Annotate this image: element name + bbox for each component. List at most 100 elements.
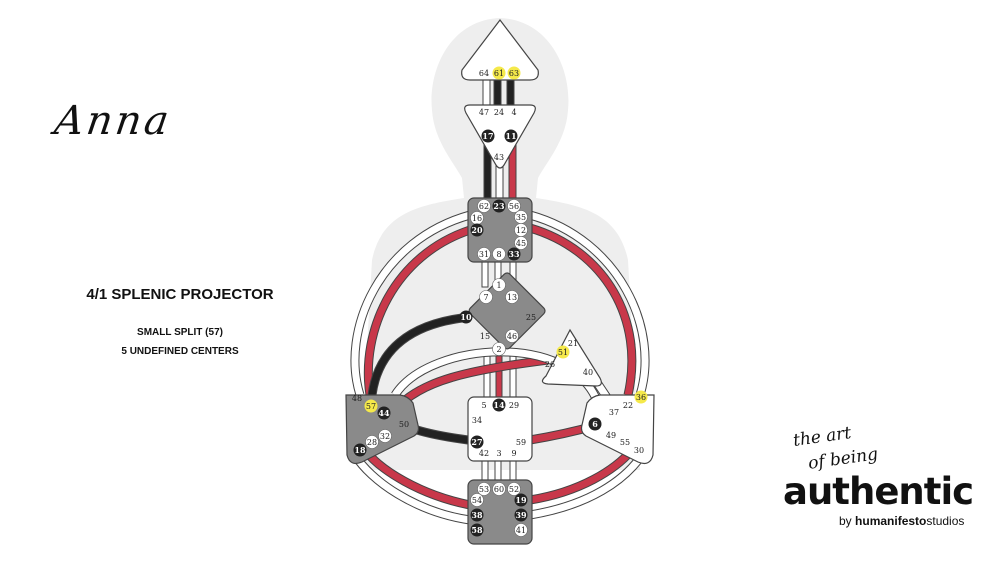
gate-62-label: 62 <box>479 202 489 211</box>
gate-61-marker <box>492 66 506 80</box>
gate-25-label: 25 <box>526 313 536 322</box>
gate-56-label: 56 <box>509 202 519 211</box>
gate-34: 34 <box>472 416 482 425</box>
gate-50: 50 <box>399 420 409 429</box>
gate-33: 33 <box>507 247 521 261</box>
gate-60-label: 60 <box>494 485 504 494</box>
brand-wordmark: authentic <box>783 470 974 513</box>
gate-11-label: 11 <box>505 131 516 141</box>
gate-44-marker <box>377 406 391 420</box>
gate-19-marker <box>514 493 528 507</box>
gate-7: 7 <box>479 290 493 304</box>
gate-37: 37 <box>609 408 619 417</box>
gate-8-label: 8 <box>496 250 501 259</box>
gate-24: 24 <box>494 108 504 117</box>
gate-14: 14 <box>492 398 506 412</box>
gate-53: 53 <box>477 482 491 496</box>
gate-34-label: 34 <box>472 416 482 425</box>
gate-52-label: 52 <box>509 485 519 494</box>
gate-15: 15 <box>480 332 490 341</box>
gate-2-marker <box>492 342 506 356</box>
gate-2: 2 <box>492 342 506 356</box>
gate-14-marker <box>492 398 506 412</box>
gate-30: 30 <box>634 446 644 455</box>
brand-company-bold: humanifesto <box>855 514 927 528</box>
brand-byline: by humanifestostudios <box>839 514 964 528</box>
gate-51: 51 <box>556 345 570 359</box>
gate-23-label: 23 <box>493 201 505 211</box>
brand-by-word: by <box>839 514 852 528</box>
gate-7-marker <box>479 290 493 304</box>
brand-company-rest: studios <box>926 514 965 528</box>
gate-60: 60 <box>492 482 506 496</box>
gate-53-marker <box>477 482 491 496</box>
gate-21: 21 <box>568 339 578 348</box>
gate-41: 41 <box>514 523 528 537</box>
gate-1-marker <box>492 278 506 292</box>
gate-55-label: 55 <box>620 438 630 447</box>
gate-63-label: 63 <box>509 69 519 78</box>
gate-16-label: 16 <box>472 214 482 223</box>
gate-1: 1 <box>492 278 506 292</box>
gate-46-marker <box>505 329 519 343</box>
gate-58-marker <box>470 523 484 537</box>
gate-27-marker <box>470 435 484 449</box>
gate-3-label: 3 <box>496 449 501 458</box>
gate-50-label: 50 <box>399 420 409 429</box>
gate-18: 18 <box>353 443 367 457</box>
gate-28-label: 28 <box>367 438 377 447</box>
gate-41-label: 41 <box>516 526 526 535</box>
gate-13: 13 <box>505 290 519 304</box>
gate-57: 57 <box>364 399 378 413</box>
gate-38-marker <box>470 508 484 522</box>
gate-47-label: 47 <box>479 108 489 117</box>
gate-54: 54 <box>470 493 484 507</box>
gate-9: 9 <box>511 449 516 458</box>
gate-57-marker <box>364 399 378 413</box>
gate-20-marker <box>470 223 484 237</box>
gate-54-label: 54 <box>472 496 482 505</box>
gate-11-marker <box>504 129 518 143</box>
gate-32: 32 <box>378 429 392 443</box>
gate-20-label: 20 <box>471 225 483 235</box>
gate-47: 47 <box>479 108 489 117</box>
gate-39-marker <box>514 508 528 522</box>
gate-5-label: 5 <box>481 401 486 410</box>
gate-22-label: 22 <box>623 401 633 410</box>
gate-19: 19 <box>514 493 528 507</box>
gate-17-label: 17 <box>482 131 493 141</box>
gate-36-marker <box>634 390 648 404</box>
gate-21-label: 21 <box>568 339 578 348</box>
gate-13-label: 13 <box>507 293 517 302</box>
gate-26: 26 <box>545 360 555 369</box>
gate-58-label: 58 <box>471 525 483 535</box>
gate-29: 29 <box>509 401 519 410</box>
undefined-centers-label: 5 UNDEFINED CENTERS <box>121 346 239 357</box>
gate-45: 45 <box>514 236 528 250</box>
gate-11: 11 <box>504 129 518 143</box>
gate-3: 3 <box>496 449 501 458</box>
gate-17-marker <box>481 129 495 143</box>
gate-48: 48 <box>352 394 362 403</box>
gate-6: 6 <box>588 417 602 431</box>
gate-53-label: 53 <box>479 485 489 494</box>
solar-plexus-center <box>580 394 655 465</box>
gate-10-label: 10 <box>460 312 472 322</box>
gate-15-label: 15 <box>480 332 490 341</box>
gate-46-label: 46 <box>507 332 517 341</box>
gate-52: 52 <box>507 482 521 496</box>
gate-10: 10 <box>459 310 473 324</box>
gate-8: 8 <box>492 247 506 261</box>
gate-1-label: 1 <box>496 281 501 290</box>
gate-49: 49 <box>606 431 616 440</box>
gate-39: 39 <box>514 508 528 522</box>
gate-5: 5 <box>481 401 486 410</box>
gate-31-label: 31 <box>479 250 489 259</box>
gate-9-label: 9 <box>511 449 516 458</box>
gate-61-label: 61 <box>494 69 504 78</box>
gate-43: 43 <box>494 153 504 162</box>
gate-63-marker <box>507 66 521 80</box>
definition-label: SMALL SPLIT (57) <box>137 327 223 338</box>
gate-30-label: 30 <box>634 446 644 455</box>
heart-center <box>541 328 602 387</box>
